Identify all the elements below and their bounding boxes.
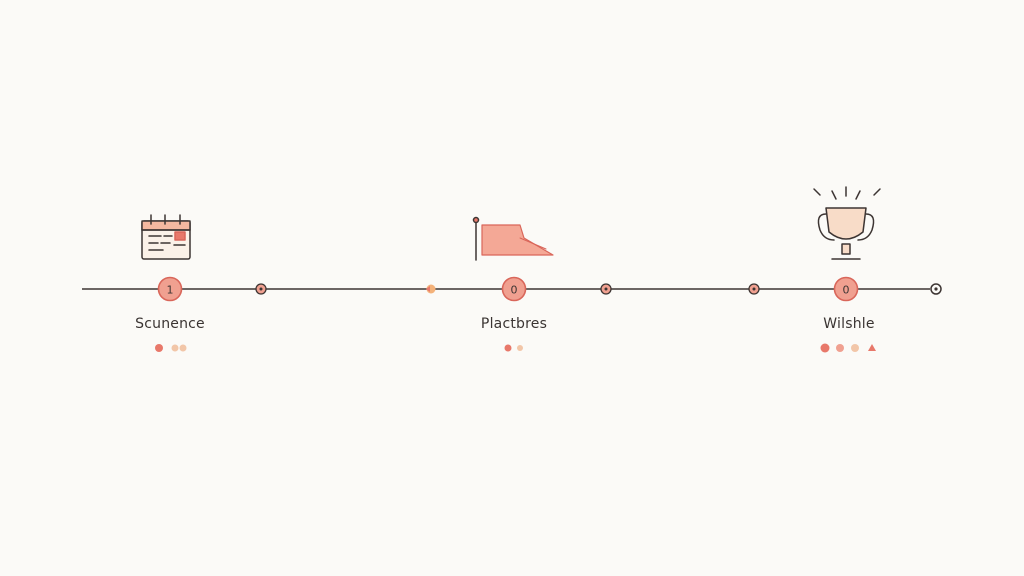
timeline-end-marker: [930, 283, 942, 295]
flag-icon: [472, 216, 554, 261]
milestone-label-2: Plactbres: [480, 316, 548, 332]
indicator-dot: [504, 344, 512, 352]
milestone-node-3-marker: 0: [843, 284, 850, 297]
timeline-node-minor: [600, 283, 612, 295]
indicator-dot: [851, 344, 859, 352]
timeline-node-minor: [255, 283, 267, 295]
milestone-label-1: Scunence: [135, 316, 205, 332]
indicator-dot: [820, 343, 830, 353]
milestone-3-indicators: [820, 343, 876, 353]
milestone-label-3: Wilshle: [823, 316, 875, 332]
timeline-node-minor: [426, 284, 436, 294]
trophy-icon: [813, 186, 881, 260]
timeline-node-minor: [748, 283, 760, 295]
indicator-dot: [517, 345, 523, 351]
indicator-triangle: [868, 344, 876, 351]
milestone-2-indicators: [504, 344, 523, 352]
calendar-icon: [141, 214, 191, 260]
milestone-node-3: 0: [833, 276, 859, 302]
indicator-dot: [155, 344, 163, 352]
indicator-dot: [179, 344, 187, 352]
milestone-node-1: 1: [157, 276, 183, 302]
indicator-dot: [171, 344, 179, 352]
milestone-node-2-marker: 0: [511, 284, 518, 297]
milestone-node-2: 0: [501, 276, 527, 302]
milestone-1-indicators: [155, 344, 187, 352]
milestone-node-1-marker: 1: [167, 284, 174, 297]
indicator-dot: [836, 344, 844, 352]
